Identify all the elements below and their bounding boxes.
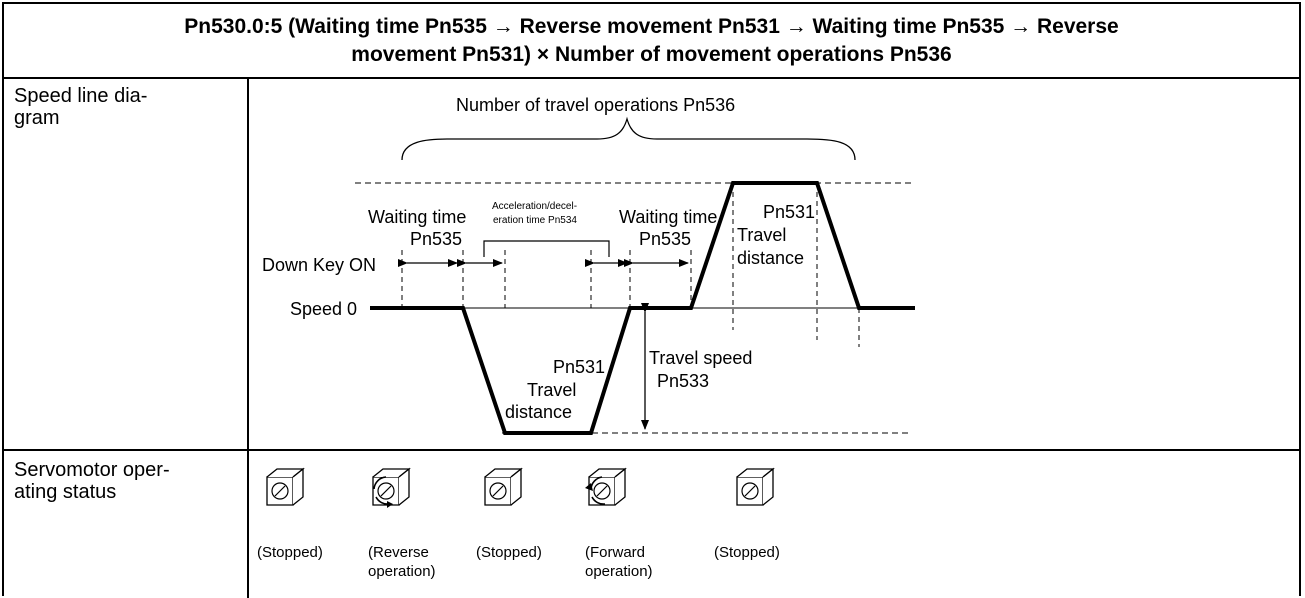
speed-zero-label: Speed 0 <box>290 299 357 319</box>
pn531-bottom-label: Pn531 <box>553 357 605 377</box>
table-title: Pn530.0:5 (Waiting time Pn535 → Reverse … <box>4 4 1299 77</box>
travel-bottom-label: Travel <box>527 380 576 400</box>
column-divider <box>247 77 249 598</box>
travel-top-label: Travel <box>737 225 786 245</box>
down-key-on-label: Down Key ON <box>262 255 376 275</box>
distance-bottom-label: distance <box>505 402 572 422</box>
motor-stopped-icon <box>736 467 775 506</box>
speed-line-diagram: Number of travel operations Pn536 Waitin… <box>262 95 915 435</box>
waiting-time-label-1a: Waiting time <box>368 207 466 227</box>
speed-line-diagram-label: Speed line dia- gram <box>14 85 147 129</box>
label-line: Servomotor oper- <box>14 459 170 481</box>
status-text: (Reverse <box>368 544 429 561</box>
pn533-label: Pn533 <box>657 371 709 391</box>
status-text: operation) <box>368 563 436 580</box>
row-divider <box>4 77 1299 79</box>
row-divider <box>4 449 1299 451</box>
label-line: ating status <box>14 481 117 503</box>
interval-arrows <box>398 259 689 430</box>
travel-speed-label: Travel speed <box>649 348 752 368</box>
pn531-top-label: Pn531 <box>763 202 815 222</box>
label-line: Speed line dia- <box>14 85 148 107</box>
motor-stopped-icon <box>266 467 305 506</box>
accel-label-2: eration time Pn534 <box>493 215 577 226</box>
travel-count-brace <box>401 116 856 161</box>
status-text: (Forward <box>585 544 646 561</box>
motor-reverse-rotation-icon <box>372 467 411 508</box>
waiting-time-label-2b: Pn535 <box>639 229 691 249</box>
status-text: (Stopped) <box>476 544 542 561</box>
title-line-2: movement Pn531) × Number of movement ope… <box>351 42 952 66</box>
servomotor-status-label: Servomotor oper- ating status <box>14 459 170 503</box>
status-label-stopped-1: (Stopped) <box>257 543 323 562</box>
status-label-reverse: (Reverse operation) <box>368 543 436 581</box>
title-line-1: Pn530.0:5 (Waiting time Pn535 → Reverse … <box>184 14 1119 38</box>
label-line: gram <box>14 107 60 129</box>
accel-label-1: Acceleration/decel- <box>492 201 577 212</box>
status-label-forward: (Forward operation) <box>585 543 653 581</box>
distance-top-label: distance <box>737 248 804 268</box>
status-label-stopped-3: (Stopped) <box>714 543 780 562</box>
waiting-time-label-2a: Waiting time <box>619 207 717 227</box>
motor-stopped-icon <box>484 467 523 506</box>
speed-profile-line <box>370 181 915 435</box>
motor-forward-rotation-icon <box>585 467 627 506</box>
servomotor-status-area: (Stopped) (Reverse operation) (Stopped) … <box>247 449 1295 594</box>
status-label-stopped-2: (Stopped) <box>476 543 542 562</box>
accel-time-bracket <box>483 240 610 257</box>
status-text: operation) <box>585 563 653 580</box>
waiting-time-label-1b: Pn535 <box>410 229 462 249</box>
status-text: (Stopped) <box>257 544 323 561</box>
number-of-travel-label: Number of travel operations Pn536 <box>456 95 735 115</box>
status-text: (Stopped) <box>714 544 780 561</box>
